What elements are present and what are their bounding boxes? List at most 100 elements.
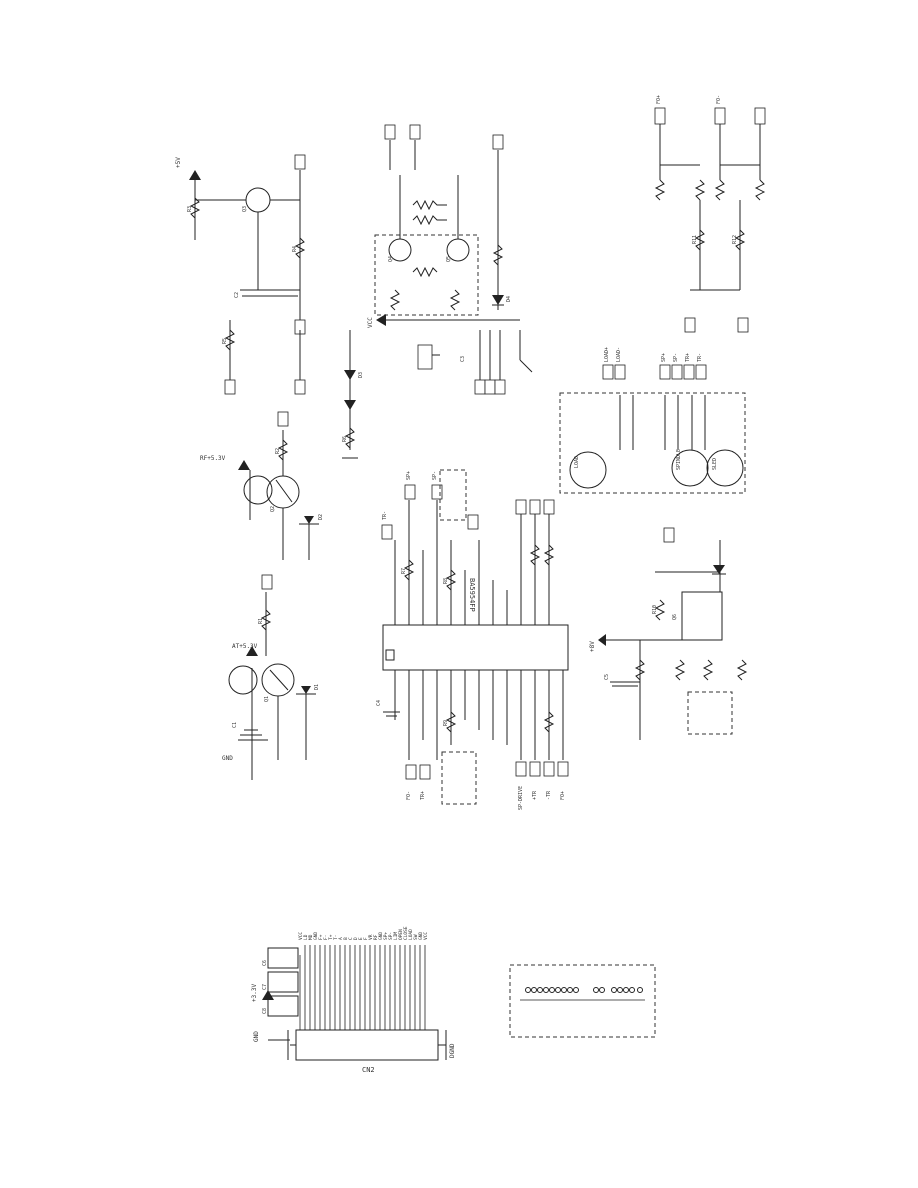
transistor-dashed-block bbox=[374, 124, 533, 395]
plus5v-label: +5V bbox=[175, 157, 182, 168]
dgnd-label: DGND bbox=[449, 1043, 456, 1058]
ref-q4: Q4 bbox=[388, 256, 394, 262]
cn-sig-1: LD bbox=[303, 934, 309, 940]
ref-q1: Q1 bbox=[264, 696, 270, 702]
cn-sig-0: VCC bbox=[298, 932, 304, 940]
cn-sig-24: GND bbox=[418, 932, 424, 940]
cn-sig-9: B bbox=[343, 937, 349, 940]
cn-sig-15: RF bbox=[373, 934, 379, 940]
ref-q5: Q5 bbox=[446, 256, 452, 262]
cn-sig-25: VCC bbox=[423, 932, 429, 940]
cn-sig-22: LOAD bbox=[408, 929, 414, 940]
motor-signal-labels: LOAD+ LOAD- SP+ SP- TR+ TR- FO+ FO- LOAD… bbox=[574, 95, 722, 470]
ref-q6: Q6 bbox=[672, 614, 678, 620]
ic-part-label: BA5954FP bbox=[468, 578, 476, 612]
ref-r11: R11 bbox=[692, 235, 698, 244]
ref-r7: R7 bbox=[401, 568, 407, 574]
right-label-2: SP+ bbox=[661, 353, 667, 362]
left-label-4: FO- bbox=[406, 791, 412, 800]
motor-label-1: SPINDLE bbox=[676, 449, 682, 470]
right-label-4: TR+ bbox=[685, 353, 691, 362]
cn-sig-2: MD bbox=[308, 934, 314, 940]
cn-sig-19: LIM bbox=[393, 932, 399, 940]
ref-c8: C8 bbox=[262, 1008, 268, 1014]
component-ref-labels: Q1 Q2 Q3 Q4 Q5 Q6 C1 C2 C3 C4 C5 C6 C7 C… bbox=[187, 206, 738, 1014]
cn-sig-17: SP+ bbox=[383, 932, 389, 940]
power-labels: VCC +5V +8V +3.3V GND DGND bbox=[175, 157, 596, 1058]
ref-c1: C1 bbox=[232, 722, 238, 728]
ref-c5: C5 bbox=[604, 674, 610, 680]
cn-sig-13: F bbox=[363, 937, 369, 940]
vcc-label: VCC bbox=[367, 317, 374, 328]
ref-r3: R3 bbox=[187, 206, 193, 212]
left-label-1: +TR bbox=[532, 790, 538, 800]
ref-r5: R5 bbox=[222, 338, 228, 344]
ref-c4: C4 bbox=[376, 700, 382, 706]
top-right-circuit bbox=[189, 154, 306, 395]
right-resistor-ladder bbox=[654, 107, 766, 333]
motor-label-0: LOAD bbox=[574, 456, 580, 468]
cn-sig-20: OPEN bbox=[398, 929, 404, 940]
ref-r12: R12 bbox=[732, 235, 738, 244]
regulator-block bbox=[598, 527, 748, 740]
cn-sig-18: SP- bbox=[388, 932, 394, 940]
ref-d2: D2 bbox=[318, 514, 324, 520]
ref-r8: R8 bbox=[443, 578, 449, 584]
left-label-5: TR+ bbox=[420, 791, 426, 800]
test-point-table bbox=[509, 964, 656, 1038]
ref-c6: C6 bbox=[262, 960, 268, 966]
right-label-7: FO- bbox=[716, 95, 722, 104]
cn-sig-7: T- bbox=[333, 935, 339, 940]
cn-sig-3: GND bbox=[313, 932, 319, 940]
cn-sig-8: A bbox=[338, 937, 344, 940]
connector-signal-labels: VCC LD MD GND F+ F- T+ T- A B C D E F VR… bbox=[298, 926, 429, 940]
ref-c2: C2 bbox=[234, 292, 240, 298]
left-label-2: -TR bbox=[546, 790, 552, 800]
ref-c7: C7 bbox=[262, 984, 268, 990]
cn-sig-10: C bbox=[348, 937, 354, 940]
left-label-7: SP+ bbox=[406, 471, 412, 480]
motor-label-2: SLED bbox=[712, 458, 718, 470]
cn-sig-23: SW bbox=[413, 934, 419, 940]
cn-sig-4: F+ bbox=[318, 934, 324, 940]
right-label-3: SP- bbox=[673, 353, 679, 362]
ref-c3: C3 bbox=[460, 356, 466, 362]
right-label-1: LOAD- bbox=[616, 347, 622, 362]
ref-d4: D4 bbox=[506, 296, 512, 302]
led-driver-block-1: AT+5.3V GND bbox=[222, 574, 316, 780]
cn-sig-12: E bbox=[358, 937, 364, 940]
ref-r2: R2 bbox=[275, 448, 281, 454]
led-driver-block-2: RF+5.3V bbox=[200, 411, 319, 560]
left-label-8: SP- bbox=[432, 471, 438, 480]
ref-d3: D3 bbox=[358, 372, 364, 378]
test-point-row-b bbox=[593, 987, 643, 993]
plus3v3-label: +3.3V bbox=[251, 984, 258, 1002]
left-label-3: FO+ bbox=[560, 791, 566, 800]
connector-ref: CN2 bbox=[362, 1066, 375, 1074]
right-label-0: LOAD+ bbox=[604, 347, 610, 362]
cn-sig-5: F- bbox=[323, 935, 329, 940]
ref-r9: R9 bbox=[443, 720, 449, 726]
ic-left-signal-labels: SP-DRIVE +TR -TR FO+ FO- TR+ TR- SP+ SP- bbox=[382, 471, 566, 810]
cn-sig-6: T+ bbox=[328, 934, 334, 940]
right-label-6: FO+ bbox=[656, 95, 662, 104]
ref-r1: R1 bbox=[258, 618, 264, 624]
plus8v-label: +8V bbox=[589, 641, 596, 652]
left-label-6: TR- bbox=[382, 511, 388, 520]
right-label-5: TR- bbox=[697, 353, 703, 362]
connector-cn2: CN2 bbox=[262, 945, 447, 1074]
ref-r10: R10 bbox=[652, 605, 658, 614]
test-point-row-a bbox=[525, 987, 579, 993]
svg-text:RF+5.3V: RF+5.3V bbox=[200, 455, 226, 462]
gnd-label: GND bbox=[253, 1031, 260, 1042]
ref-r4: R4 bbox=[292, 246, 298, 252]
motor-block bbox=[559, 364, 746, 494]
cn-sig-21: CLOSE bbox=[403, 926, 409, 940]
led-pair bbox=[342, 330, 358, 459]
ref-d1: D1 bbox=[314, 684, 320, 690]
svg-text:AT+5.3V: AT+5.3V bbox=[232, 643, 258, 650]
cn-sig-14: VR bbox=[368, 934, 374, 940]
motor-driver-ic: BA5954FP bbox=[381, 469, 569, 805]
cn-sig-16: GND bbox=[378, 932, 384, 940]
